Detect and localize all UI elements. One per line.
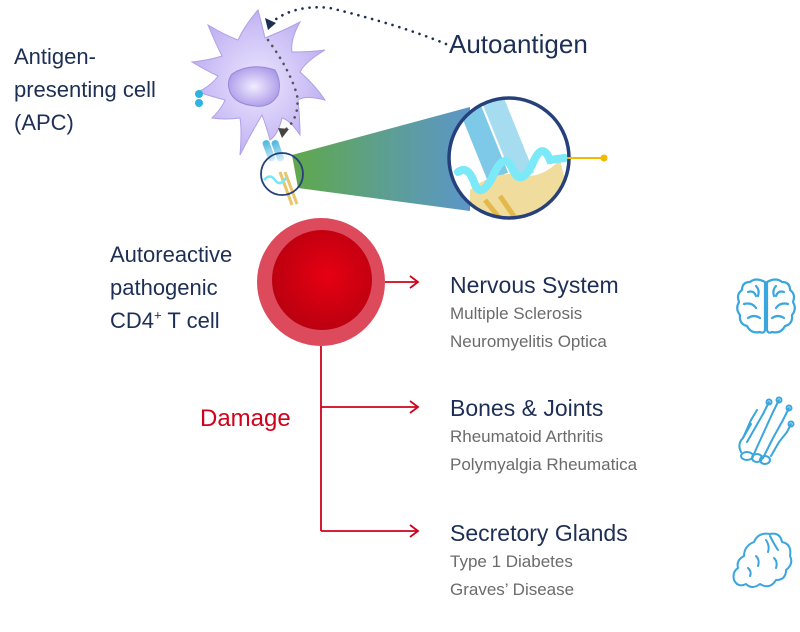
brain-icon: [736, 278, 796, 334]
apc-label: Antigen- presenting cell (APC): [14, 40, 156, 139]
disease-item: Multiple Sclerosis: [450, 304, 583, 323]
tcell-label-line: CD4+ T cell: [110, 304, 232, 337]
apc-label-line: presenting cell: [14, 77, 156, 102]
gland-icon: [732, 532, 793, 588]
antigen-arrowhead: [265, 18, 276, 30]
cd4-superscript: +: [154, 307, 162, 323]
organ-title: Nervous System: [450, 272, 619, 298]
cd4-text: CD4: [110, 308, 155, 333]
antigen-pointer-dot: [600, 154, 608, 162]
apc-label-line: Antigen-: [14, 44, 96, 69]
organ-secretory-glands: Secretory Glands Type 1 Diabetes Graves’…: [450, 518, 628, 604]
magnified-view: [447, 96, 608, 220]
organ-title: Secretory Glands: [450, 520, 628, 546]
hand-bones-icon: [738, 396, 795, 465]
tcell-label-line: pathogenic: [110, 275, 218, 300]
tcell-label: Autoreactive pathogenic CD4+ T cell: [110, 238, 232, 337]
disease-item: Rheumatoid Arthritis: [450, 427, 604, 446]
tcr-mhc-complex: [260, 140, 304, 206]
organ-nervous-system: Nervous System Multiple Sclerosis Neurom…: [450, 270, 619, 356]
disease-item: Neuromyelitis Optica: [450, 332, 607, 351]
t-cell: [257, 218, 385, 346]
apc-label-line: (APC): [14, 110, 74, 135]
apc-nucleus: [227, 66, 280, 107]
disease-item: Polymyalgia Rheumatica: [450, 455, 638, 474]
damage-connectors: [320, 275, 420, 538]
tcell-text: T cell: [161, 308, 220, 333]
autoantigen-label: Autoantigen: [449, 29, 588, 59]
magnification-cone: [292, 107, 470, 211]
disease-item: Type 1 Diabetes: [450, 552, 573, 571]
organ-title: Bones & Joints: [450, 395, 604, 421]
damage-label: Damage: [200, 405, 291, 432]
apc-cell: [190, 8, 327, 156]
organ-bones-joints: Bones & Joints Rheumatoid Arthritis Poly…: [450, 393, 637, 479]
tcell-label-line: Autoreactive: [110, 242, 233, 267]
disease-item: Graves’ Disease: [450, 580, 575, 599]
